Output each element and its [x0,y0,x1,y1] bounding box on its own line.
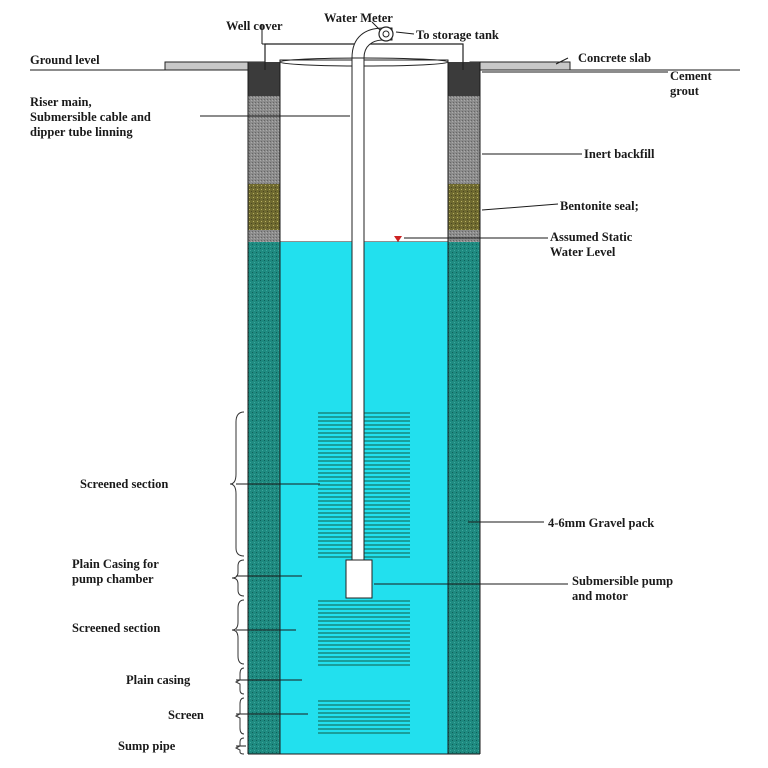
label-sump-pipe: Sump pipe [118,739,176,753]
screen-bottom [318,698,410,736]
label-well-cover: Well cover [226,19,283,33]
annulus-right [448,62,480,754]
label-submersible-pump-line1: Submersible pump [572,574,673,588]
label-to-storage-tank: To storage tank [416,28,499,42]
label-static-water-line2: Water Level [550,245,616,259]
label-screen: Screen [168,708,204,722]
label-grout: grout [670,84,700,98]
water-meter-icon [378,26,394,42]
label-static-water-line1: Assumed Static [550,230,633,244]
section-braces [229,411,245,755]
label-screened-section-lower: Screened section [72,621,160,635]
label-riser-line1: Riser main, [30,95,92,109]
label-screened-section-upper: Screened section [80,477,168,491]
static-water-indicator [394,236,402,242]
label-cement: Cement [670,69,712,83]
label-plain-casing-pump-line2: pump chamber [72,572,154,586]
label-gravel-pack: 4-6mm Gravel pack [548,516,654,530]
label-inert-backfill: Inert backfill [584,147,655,161]
label-plain-casing: Plain casing [126,673,191,687]
label-riser-line2: Submersible cable and [30,110,151,124]
label-ground-level: Ground level [30,53,100,67]
label-water-meter: Water Meter [324,11,393,25]
label-submersible-pump-line2: and motor [572,589,628,603]
label-riser-line3: dipper tube linning [30,125,133,139]
labels: Well cover Water Meter To storage tank G… [30,11,712,753]
label-concrete-slab: Concrete slab [578,51,651,65]
leader-lines [200,21,668,747]
annulus-left [248,62,280,754]
label-bentonite-seal: Bentonite seal; [560,199,639,213]
screen-lower [318,598,410,668]
submersible-pump [345,559,373,599]
label-plain-casing-pump-line1: Plain Casing for [72,557,159,571]
